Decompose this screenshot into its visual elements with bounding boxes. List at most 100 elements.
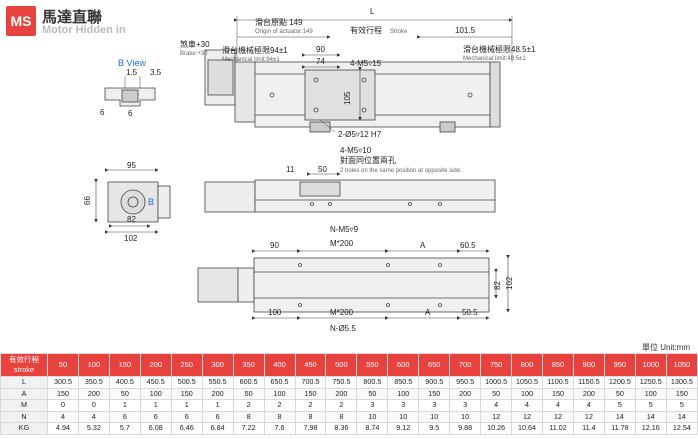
dim-brake-en: Brake:+30 <box>180 51 208 57</box>
dim-m200-top: M*200 <box>330 239 354 248</box>
table-cell: 700.5 <box>294 376 327 389</box>
table-cell: 5.32 <box>77 422 110 435</box>
table-cell: 10 <box>356 410 389 423</box>
stroke-col-header: 1050 <box>665 353 698 377</box>
dim-50-5: 50.5 <box>462 308 478 317</box>
b-view-detail <box>104 76 156 107</box>
dim-b-6b: 6 <box>128 109 133 118</box>
top-view <box>204 16 513 133</box>
row-label: KG <box>0 422 48 435</box>
dim-b-3-5: 3.5 <box>150 68 162 77</box>
table-cell: 50 <box>232 387 265 400</box>
table-cell: 550.5 <box>201 376 234 389</box>
table-cell: 4 <box>542 399 574 412</box>
dim-L: L <box>370 7 375 16</box>
table-cell: 300.5 <box>47 376 79 389</box>
table-cell: 4 <box>77 410 110 423</box>
table-cell: 200 <box>572 387 605 400</box>
dim-stroke-en: Stroke <box>390 29 408 35</box>
stroke-col-header: 50 <box>47 353 79 377</box>
table-cell: 5.7 <box>108 422 141 435</box>
dim-m5-10: 4-M5▿10 <box>340 146 372 155</box>
table-cell: 6 <box>108 410 141 423</box>
table-cell: 1 <box>170 399 203 412</box>
table-cell: 11.02 <box>542 422 574 435</box>
table-cell: 8 <box>263 410 296 423</box>
stroke-col-header: 200 <box>139 353 172 377</box>
dim-origin: 滑台原點 149 <box>255 17 303 27</box>
stroke-col-header: 850 <box>542 353 574 377</box>
table-cell: 12 <box>572 410 605 423</box>
stroke-col-header: 450 <box>294 353 327 377</box>
stroke-col-header: 550 <box>356 353 389 377</box>
table-cell: 450.5 <box>139 376 172 389</box>
dim-n-phi: N-Ø5.5 <box>330 324 356 333</box>
b-marker: B <box>148 197 154 207</box>
dim-50: 50 <box>318 165 327 174</box>
table-cell: 750.5 <box>325 376 358 389</box>
dim-82: 82 <box>127 215 136 224</box>
dim-60-5: 60.5 <box>460 241 476 250</box>
opposite-holes-en: 2 holes on the same position at opposite… <box>340 168 462 174</box>
table-cell: 1000.5 <box>480 376 513 389</box>
table-cell: 100 <box>139 387 172 400</box>
row-label: A <box>0 387 48 400</box>
table-cell: 0 <box>47 399 79 412</box>
dim-74: 74 <box>316 57 325 66</box>
table-cell: 10 <box>449 410 482 423</box>
table-cell: 7.6 <box>263 422 296 435</box>
page-header: MS 馬達直聯 Motor Hidden in <box>6 6 206 38</box>
table-cell: 6.46 <box>170 422 203 435</box>
dim-a-top: A <box>420 241 426 250</box>
table-cell: 50 <box>480 387 513 400</box>
table-cell: 14 <box>634 410 667 423</box>
stroke-col-header: 300 <box>201 353 234 377</box>
carriage <box>304 69 376 121</box>
table-cell: 4 <box>480 399 513 412</box>
dim-nm5-9: N-M5▿9 <box>330 225 359 234</box>
table-cell: 1300.5 <box>665 376 698 389</box>
table-cell: 1 <box>108 399 141 412</box>
dim-mech-right: 滑台機械極限48.5±1 <box>463 44 536 54</box>
row-label: N <box>0 410 48 423</box>
table-cell: 3 <box>418 399 451 412</box>
page-subtitle: Motor Hidden in <box>42 24 126 36</box>
technical-drawing: L 滑台原點 149 Origin of actuator:149 有效行程 S… <box>83 7 536 333</box>
bottom-body <box>253 257 490 313</box>
table-cell: 12 <box>480 410 513 423</box>
table-cell: 14 <box>665 410 698 423</box>
table-cell: 8 <box>294 410 327 423</box>
stroke-col-header: 150 <box>108 353 141 377</box>
table-cell: 12.54 <box>665 422 698 435</box>
table-cell: 10 <box>418 410 451 423</box>
table-cell: 2 <box>294 399 327 412</box>
table-cell: 2 <box>263 399 296 412</box>
row-label: L <box>0 376 48 389</box>
table-cell: 1 <box>201 399 234 412</box>
table-cell: 3 <box>387 399 420 412</box>
stroke-header: 有效行程 stroke <box>0 353 48 377</box>
dim-66: 66 <box>83 196 92 205</box>
table-cell: 8.74 <box>356 422 389 435</box>
table-cell: 4.94 <box>47 422 79 435</box>
stroke-col-header: 350 <box>232 353 265 377</box>
table-cell: 900.5 <box>418 376 451 389</box>
table-cell: 150 <box>542 387 574 400</box>
table-cell: 2 <box>325 399 358 412</box>
table-cell: 9.12 <box>387 422 420 435</box>
table-cell: 12.16 <box>634 422 667 435</box>
side-body <box>254 179 496 213</box>
table-cell: 9.88 <box>449 422 482 435</box>
table-cell: 150 <box>294 387 327 400</box>
dim-105: 105 <box>343 91 352 105</box>
table-cell: 3 <box>449 399 482 412</box>
table-cell: 1150.5 <box>572 376 605 389</box>
table-cell: 200 <box>325 387 358 400</box>
table-cell: 1100.5 <box>542 376 574 389</box>
stroke-col-header: 100 <box>77 353 110 377</box>
stroke-col-header: 400 <box>263 353 296 377</box>
b-view-label: B View <box>118 58 146 68</box>
